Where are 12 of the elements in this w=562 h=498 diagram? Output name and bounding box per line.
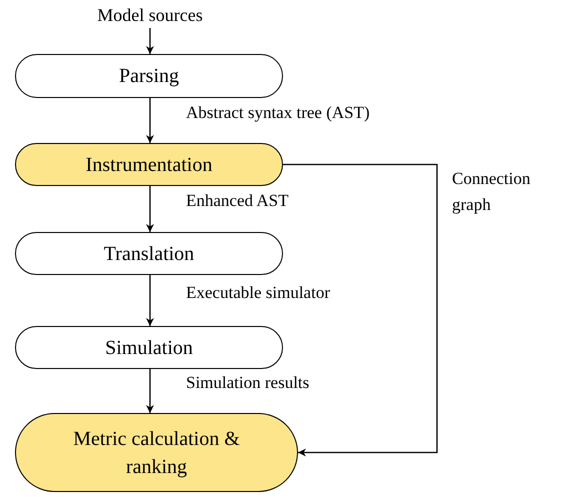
- process-box: Parsing: [15, 54, 283, 98]
- arrow: [283, 164, 438, 456]
- process-box: Simulation: [15, 326, 283, 369]
- arrow: [146, 98, 154, 143]
- node-text: Model sources: [70, 2, 230, 28]
- arrow: [146, 186, 154, 232]
- highlighted-process-box: Metric calculation & ranking: [15, 413, 298, 492]
- arrow: [146, 28, 154, 54]
- highlighted-process-box: Instrumentation: [15, 143, 283, 186]
- arrow: [146, 369, 154, 413]
- arrow: [146, 275, 154, 326]
- process-box: Translation: [15, 232, 283, 275]
